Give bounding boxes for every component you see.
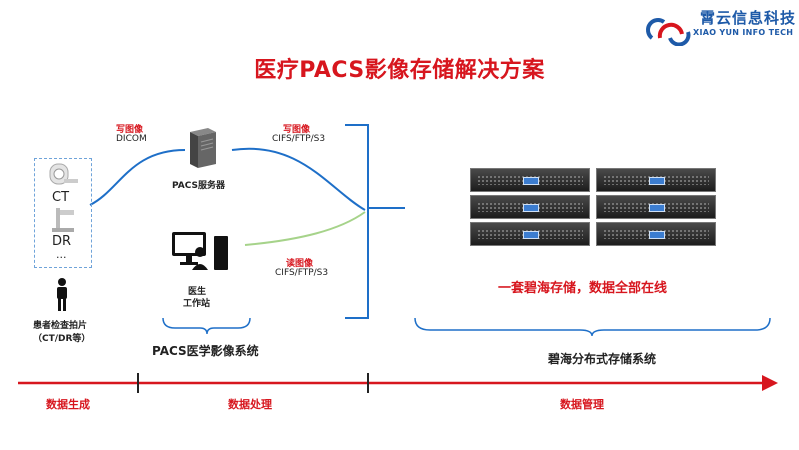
modality-ct: CT (52, 190, 70, 205)
workstation-label-sub: 工作站 (183, 299, 211, 309)
storage-system-brace (414, 317, 771, 337)
storage-unit (596, 222, 716, 246)
phase-generation: 数据生成 (46, 398, 90, 411)
flow-write-title: 写图像 (283, 125, 311, 135)
storage-unit-badge (649, 204, 665, 212)
modality-box (34, 158, 92, 268)
patient-label: 患者检查拍片 (33, 321, 88, 331)
pacs-system-brace (162, 317, 251, 335)
company-name-cn: 霄云信息科技 (700, 9, 797, 27)
company-logo-icon (646, 18, 691, 46)
flow-dicom-protocol: DICOM (116, 134, 147, 144)
storage-unit-badge (649, 231, 665, 239)
storage-unit-badge (649, 177, 665, 185)
patient-label-sub: （CT/DR等） (33, 334, 91, 344)
flow-read-title: 读图像 (286, 259, 314, 269)
ct-scanner-icon (49, 163, 78, 185)
flow-line-write (231, 147, 366, 211)
storage-tagline: 一套碧海存储，数据全部在线 (498, 281, 668, 296)
storage-unit (470, 222, 590, 246)
page-title: 医疗PACS影像存储解决方案 (254, 58, 545, 83)
workstation-icon (172, 232, 228, 270)
flow-write-protocol: CIFS/FTP/S3 (272, 134, 326, 144)
modality-more: ... (56, 248, 67, 261)
storage-unit (596, 195, 716, 219)
pacs-system-label: PACS医学影像系统 (152, 344, 259, 358)
server-label: PACS服务器 (172, 181, 225, 191)
storage-unit (596, 168, 716, 192)
flow-dicom-title: 写图像 (116, 125, 144, 135)
storage-unit-badge (523, 177, 539, 185)
modality-dr: DR (52, 234, 72, 249)
storage-array (470, 168, 718, 250)
storage-unit (470, 195, 590, 219)
company-name-en: XIAO YUN INFO TECH (693, 28, 794, 37)
storage-system-label: 碧海分布式存储系统 (548, 352, 657, 366)
workstation-label: 医生 (188, 287, 207, 297)
storage-unit-badge (523, 231, 539, 239)
pacs-bracket (345, 124, 369, 319)
flow-line-dicom (89, 149, 186, 206)
patient-icon (57, 278, 67, 311)
phase-management: 数据管理 (560, 398, 604, 411)
storage-unit (470, 168, 590, 192)
dr-machine-icon (52, 208, 74, 232)
phase-processing: 数据处理 (228, 398, 272, 411)
flow-line-read (244, 211, 366, 246)
flow-read-protocol: CIFS/FTP/S3 (275, 268, 329, 278)
server-icon (190, 128, 216, 168)
storage-unit-badge (523, 204, 539, 212)
